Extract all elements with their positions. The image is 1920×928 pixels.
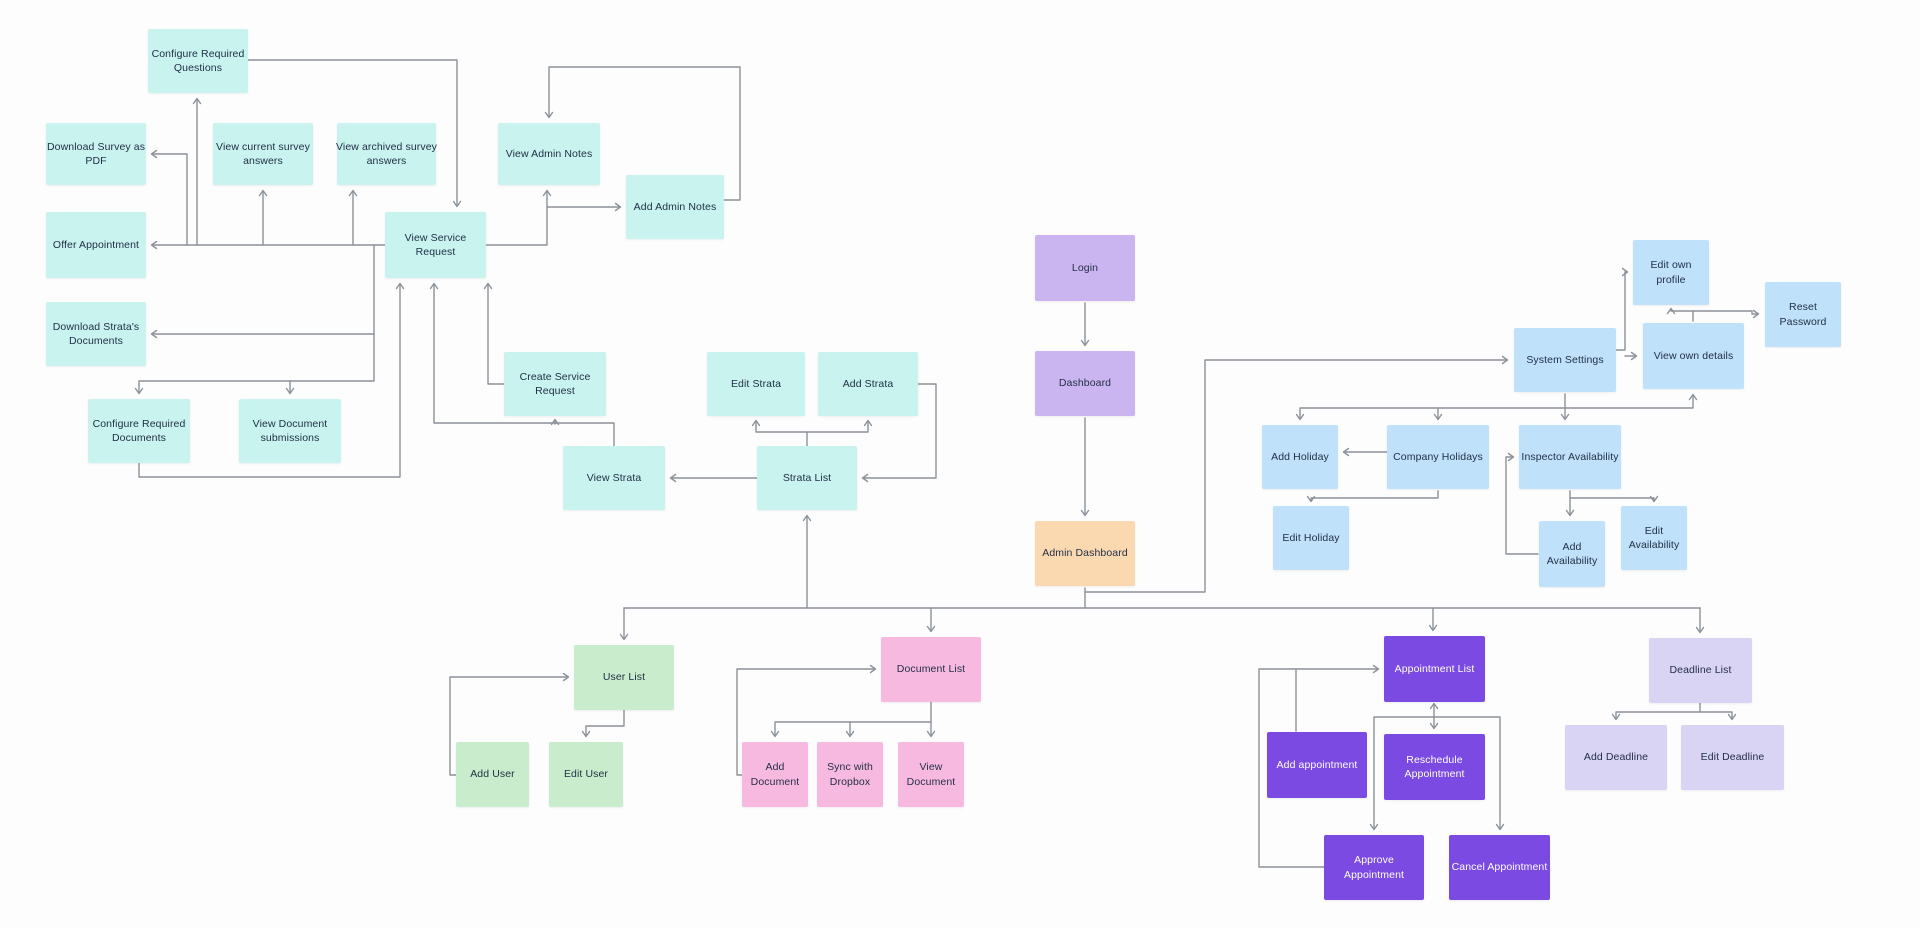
- node-user-list[interactable]: User List: [574, 645, 674, 710]
- node-add-admin-notes[interactable]: Add Admin Notes: [626, 175, 724, 239]
- node-inspector-availability[interactable]: Inspector Availability: [1519, 425, 1621, 489]
- node-add-holiday[interactable]: Add Holiday: [1262, 425, 1338, 489]
- node-cancel-appointment[interactable]: Cancel Appointment: [1449, 835, 1550, 900]
- node-configure-required-questions[interactable]: Configure Required Questions: [148, 29, 248, 93]
- node-view-document[interactable]: View Document: [898, 742, 964, 807]
- node-add-user[interactable]: Add User: [456, 742, 529, 807]
- edge-view-own-details-to-reset-password[interactable]: [1692, 309, 1760, 319]
- node-edit-strata[interactable]: Edit Strata: [707, 352, 805, 416]
- edge-company-holidays-to-edit-holiday[interactable]: [1306, 490, 1439, 503]
- edge-view-service-request-to-configure-required-documents[interactable]: [134, 333, 375, 395]
- node-edit-user[interactable]: Edit User: [549, 742, 623, 807]
- node-deadline-list[interactable]: Deadline List: [1649, 638, 1752, 703]
- node-view-service-request[interactable]: View Service Request: [385, 212, 486, 278]
- node-view-strata[interactable]: View Strata: [563, 446, 665, 510]
- edge-view-own-details-to-edit-own-profile[interactable]: [1666, 307, 1694, 322]
- edge-document-list-to-add-document[interactable]: [770, 721, 932, 738]
- node-create-service-request[interactable]: Create Service Request: [504, 352, 606, 416]
- node-add-document[interactable]: Add Document: [742, 742, 808, 807]
- node-add-strata[interactable]: Add Strata: [818, 352, 918, 416]
- edge-user-list-to-edit-user[interactable]: [581, 709, 625, 738]
- edge-view-service-request-to-view-admin-notes[interactable]: [485, 189, 552, 246]
- node-sync-with-dropbox[interactable]: Sync with Dropbox: [817, 742, 883, 807]
- node-offer-appointment[interactable]: Offer Appointment: [46, 212, 146, 278]
- node-add-appointment[interactable]: Add appointment: [1267, 732, 1367, 798]
- edge-create-service-request-to-view-service-request[interactable]: [483, 282, 505, 385]
- node-edit-holiday[interactable]: Edit Holiday: [1273, 506, 1349, 570]
- node-system-settings[interactable]: System Settings: [1514, 328, 1616, 392]
- node-login[interactable]: Login: [1035, 235, 1135, 301]
- node-view-current-survey-answers[interactable]: View current survey answers: [213, 123, 313, 185]
- node-document-list[interactable]: Document List: [881, 637, 981, 702]
- edge-deadline-list-to-edit-deadline[interactable]: [1699, 711, 1737, 721]
- node-edit-availability[interactable]: Edit Availability: [1621, 506, 1687, 570]
- node-view-admin-notes[interactable]: View Admin Notes: [498, 123, 600, 185]
- node-appointment-list[interactable]: Appointment List: [1384, 636, 1485, 702]
- node-edit-deadline[interactable]: Edit Deadline: [1681, 725, 1784, 790]
- node-download-stratas-documents[interactable]: Download Strata's Documents: [46, 302, 146, 366]
- node-download-survey-as-pdf[interactable]: Download Survey as PDF: [46, 123, 146, 185]
- node-approve-appointment[interactable]: Approve Appointment: [1324, 835, 1424, 900]
- edge-bus-to-download-survey-as-pdf[interactable]: [150, 149, 188, 246]
- node-add-availability[interactable]: Add Availability: [1539, 521, 1605, 587]
- node-strata-list[interactable]: Strata List: [757, 446, 857, 510]
- node-reset-password[interactable]: Reset Password: [1765, 282, 1841, 347]
- edge-strata-list-to-edit-strata[interactable]: [751, 419, 808, 447]
- node-admin-dashboard[interactable]: Admin Dashboard: [1035, 521, 1135, 586]
- edge-strata-list-to-add-strata[interactable]: [806, 419, 873, 433]
- node-view-own-details[interactable]: View own details: [1643, 323, 1744, 389]
- node-view-archived-survey-answers[interactable]: View archived survey answers: [336, 123, 437, 185]
- edge-deadline-list-to-add-deadline[interactable]: [1611, 702, 1701, 721]
- node-add-deadline[interactable]: Add Deadline: [1565, 725, 1667, 790]
- edge-view-service-request-to-download-stratas-documents[interactable]: [150, 244, 375, 339]
- edge-system-settings-to-edit-own-profile[interactable]: [1615, 267, 1629, 351]
- node-dashboard[interactable]: Dashboard: [1035, 351, 1135, 416]
- edge-system-settings-to-add-holiday[interactable]: [1295, 407, 1439, 421]
- edge-system-settings-to-view-own-details-bottom[interactable]: [1564, 393, 1698, 409]
- node-company-holidays[interactable]: Company Holidays: [1387, 425, 1489, 489]
- edge-system-settings-to-company-holidays[interactable]: [1433, 407, 1566, 421]
- node-configure-required-documents[interactable]: Configure Required Documents: [88, 399, 190, 463]
- node-reschedule-appointment[interactable]: Reschedule Appointment: [1384, 734, 1485, 800]
- node-view-document-submissions[interactable]: View Document submissions: [239, 399, 341, 463]
- node-edit-own-profile[interactable]: Edit own profile: [1633, 240, 1709, 305]
- edge-inspector-availability-to-edit-availability[interactable]: [1569, 495, 1659, 503]
